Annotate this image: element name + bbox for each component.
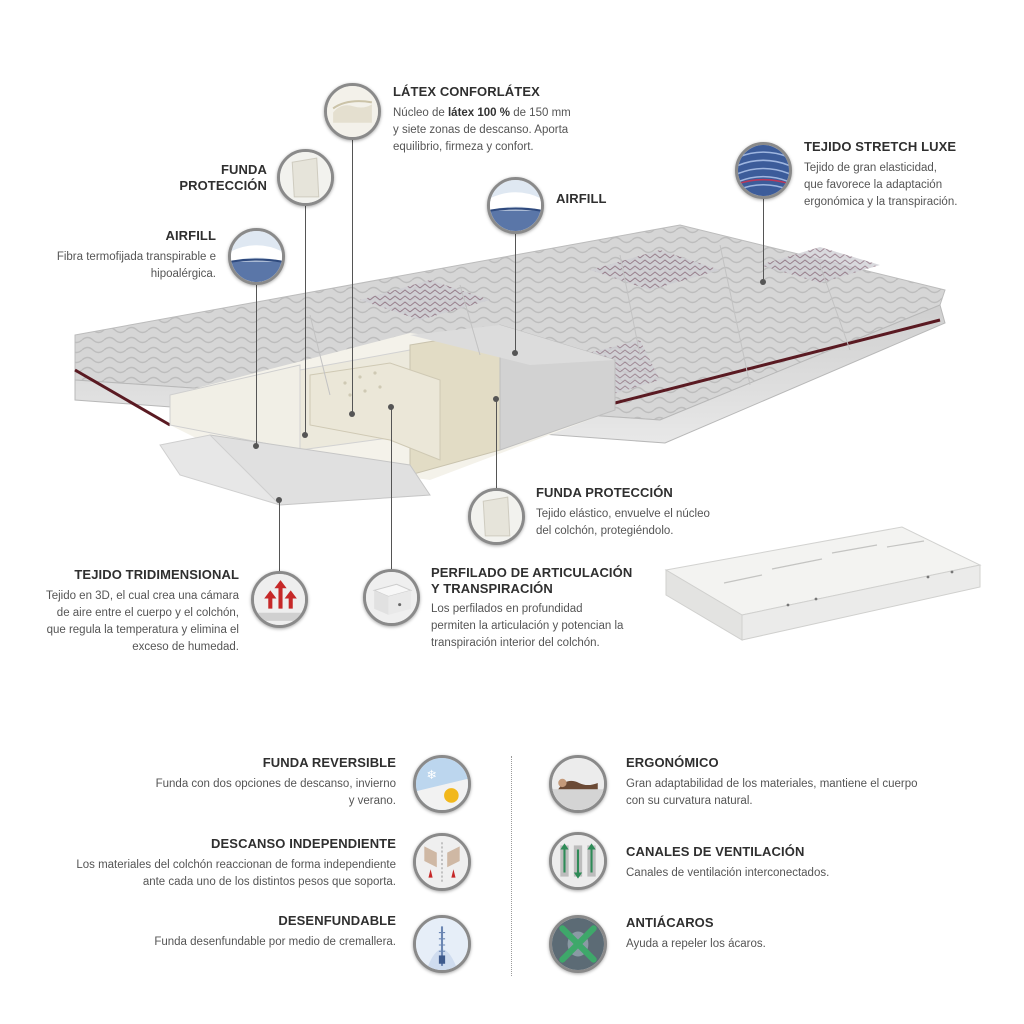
stretch-title: TEJIDO STRETCH LUXE xyxy=(804,139,957,154)
latex-core-illustration xyxy=(664,526,982,641)
independiente-line2: ante cada uno de los distintos pesos que… xyxy=(142,876,396,888)
feature-desenfundable: DESENFUNDABLE Funda desenfundable por me… xyxy=(120,913,396,951)
ergonomico-line2: con su curvatura natural. xyxy=(626,795,753,807)
latex-line1-pre: Núcleo de xyxy=(393,107,448,119)
independiente-line1: Los materiales del colchón reaccionan de… xyxy=(76,859,396,871)
airfill-left-line2: hipoalérgica. xyxy=(150,268,216,280)
perfilado-title-2: Y TRANSPIRACIÓN xyxy=(431,581,553,596)
perfilado-title-1: PERFILADO DE ARTICULACIÓN xyxy=(431,565,633,580)
funda-top-callout: FUNDA PROTECCIÓN xyxy=(160,162,267,194)
feature-reversible: FUNDA REVERSIBLE Funda con dos opciones … xyxy=(120,755,396,810)
ventilation-icon xyxy=(549,832,607,890)
reversible-line1: Funda con dos opciones de descanso, invi… xyxy=(155,778,396,790)
leader-dot-perfilado xyxy=(388,404,394,410)
leader-line-airfill-left xyxy=(256,283,257,446)
ergonomico-title: ERGONÓMICO xyxy=(626,755,719,770)
independent-rest-icon xyxy=(413,833,471,891)
stretch-fabric-icon xyxy=(735,142,792,199)
funda-top-title-1: FUNDA xyxy=(221,162,267,177)
fiber-icon xyxy=(487,177,544,234)
latex-line2: y siete zonas de descanso. Aporta xyxy=(393,124,569,136)
ergonomic-body-icon xyxy=(549,755,607,813)
mattress-cutaway-illustration xyxy=(74,224,946,506)
funda-top-title-2: PROTECCIÓN xyxy=(179,178,267,193)
fabric-sheet-icon xyxy=(468,488,525,545)
latex-line1-bold: látex 100 % xyxy=(447,107,510,119)
tridimensional-title: TEJIDO TRIDIMENSIONAL xyxy=(74,567,239,582)
airfill-center-title: AIRFILL xyxy=(556,191,607,206)
leader-dot-funda-top xyxy=(302,432,308,438)
stretch-line2: que favorece la adaptación xyxy=(804,179,943,191)
leader-dot-stretch xyxy=(760,279,766,285)
leader-dot-funda-bottom xyxy=(493,396,499,402)
funda-bottom-line1: Tejido elástico, envuelve el núcleo xyxy=(536,508,710,520)
svg-text:❄: ❄ xyxy=(426,767,436,782)
leader-line-airfill-center xyxy=(515,232,516,352)
leader-dot-latex xyxy=(349,411,355,417)
leader-line-funda-bottom xyxy=(496,398,497,490)
leader-line-perfilado xyxy=(391,407,392,570)
leader-line-stretch xyxy=(763,198,764,281)
latex-foam-icon xyxy=(324,83,381,140)
stretch-line1: Tejido de gran elasticidad, xyxy=(804,162,937,174)
antiacaros-title: ANTIÁCAROS xyxy=(626,915,714,930)
tridimensional-line4: exceso de humedad. xyxy=(132,641,239,653)
airfill-center-callout: AIRFILL xyxy=(556,191,607,207)
independiente-title: DESCANSO INDEPENDIENTE xyxy=(211,836,396,851)
airflow-arrows-icon xyxy=(251,571,308,628)
latex-description: Núcleo de látex 100 % de 150 mm y siete … xyxy=(393,105,613,156)
features-divider xyxy=(511,756,512,976)
feature-antiacaros: ANTIÁCAROS Ayuda a repeler los ácaros. xyxy=(626,915,946,953)
zipper-icon xyxy=(413,915,471,973)
canales-title: CANALES DE VENTILACIÓN xyxy=(626,844,805,859)
feature-independiente: DESCANSO INDEPENDIENTE Los materiales de… xyxy=(40,836,396,891)
stretch-callout: TEJIDO STRETCH LUXE Tejido de gran elast… xyxy=(804,139,1004,211)
desenfundable-line1: Funda desenfundable por medio de cremall… xyxy=(154,936,396,948)
tridimensional-line2: de aire entre el cuerpo y el colchón, xyxy=(56,607,239,619)
latex-title: LÁTEX CONFORLÁTEX xyxy=(393,84,540,99)
leader-dot-tridimensional xyxy=(276,497,282,503)
tridimensional-line3: que regula la temperatura y elimina el xyxy=(46,624,239,636)
leader-line-tridimensional xyxy=(279,498,280,573)
airfill-left-line1: Fibra termofijada transpirable e xyxy=(56,251,216,263)
airfill-left-title: AIRFILL xyxy=(165,228,216,243)
fabric-sheet-icon xyxy=(277,149,334,206)
winter-summer-icon: ❄ xyxy=(413,755,471,813)
perfilado-line2: permiten la articulación y potencian la xyxy=(431,620,624,632)
funda-bottom-callout: FUNDA PROTECCIÓN Tejido elástico, envuel… xyxy=(536,485,736,540)
funda-bottom-line2: del colchón, protegiéndolo. xyxy=(536,525,674,537)
desenfundable-title: DESENFUNDABLE xyxy=(278,913,396,928)
tridimensional-callout: TEJIDO TRIDIMENSIONAL Tejido en 3D, el c… xyxy=(30,567,239,656)
stretch-line3: ergonómica y la transpiración. xyxy=(804,196,958,208)
reversible-title: FUNDA REVERSIBLE xyxy=(262,755,396,770)
latex-line3: equilibrio, firmeza y confort. xyxy=(393,141,534,153)
fiber-icon xyxy=(228,228,285,285)
reversible-line2: y verano. xyxy=(348,795,396,807)
latex-line1-post: de 150 mm xyxy=(510,107,571,119)
airfill-left-callout: AIRFILL Fibra termofijada transpirable e… xyxy=(40,228,216,283)
perfilado-line1: Los perfilados en profundidad xyxy=(431,603,583,615)
perfilado-callout: PERFILADO DE ARTICULACIÓN Y TRANSPIRACIÓ… xyxy=(431,565,651,652)
feature-canales: CANALES DE VENTILACIÓN Canales de ventil… xyxy=(626,844,946,882)
leader-line-latex xyxy=(352,138,353,416)
canales-line1: Canales de ventilación interconectados. xyxy=(626,867,830,879)
perfilado-line3: transpiración interior del colchón. xyxy=(431,637,600,649)
antiacaros-line1: Ayuda a repeler los ácaros. xyxy=(626,938,766,950)
funda-bottom-title: FUNDA PROTECCIÓN xyxy=(536,485,673,500)
feature-ergonomico: ERGONÓMICO Gran adaptabilidad de los mat… xyxy=(626,755,946,810)
perforated-foam-icon xyxy=(363,569,420,626)
tridimensional-line1: Tejido en 3D, el cual crea una cámara xyxy=(45,590,239,602)
ergonomico-line1: Gran adaptabilidad de los materiales, ma… xyxy=(626,778,918,790)
leader-dot-airfill-center xyxy=(512,350,518,356)
latex-callout: LÁTEX CONFORLÁTEX Núcleo de látex 100 % … xyxy=(393,84,613,156)
leader-dot-airfill-left xyxy=(253,443,259,449)
leader-line-funda-top xyxy=(305,205,306,435)
anti-mite-icon xyxy=(549,915,607,973)
